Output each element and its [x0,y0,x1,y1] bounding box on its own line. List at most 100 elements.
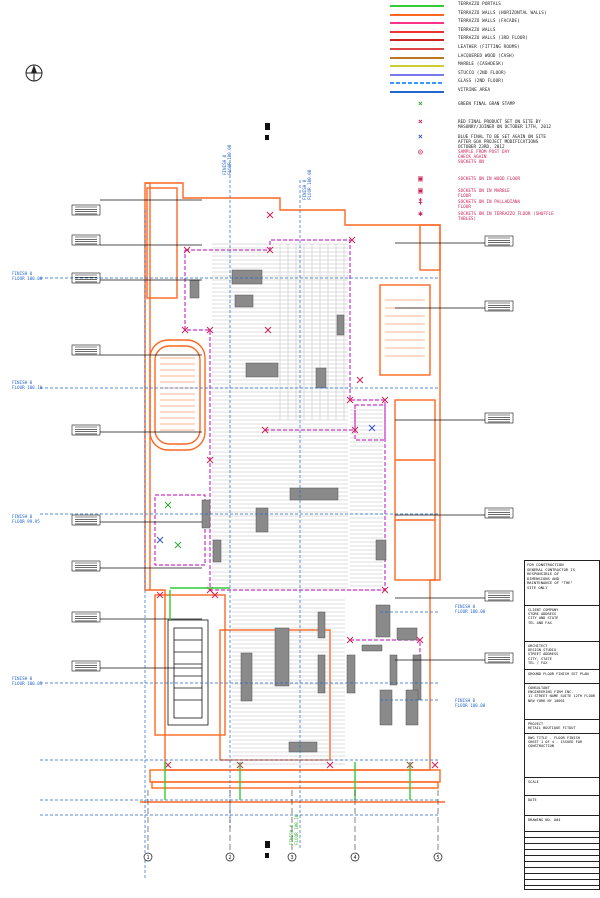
legend-swatch [390,22,444,25]
legend-label: STUCCO (2ND FLOOR) [458,70,507,76]
svg-text:FLOOR 99.95: FLOOR 99.95 [12,519,40,524]
legend-marker-label: SOCKETS ON IN TERRAZZO FLOOR (SHUFFLE TA… [458,212,554,222]
legend-row: TERRAZZO WALLS (FACADE) [388,19,600,27]
floor-hatch [212,243,383,765]
legend-swatch [390,56,444,59]
detail-tag [484,235,514,247]
legend-marker-label: SOCKETS ON IN PALLADIANA FLOOR [458,200,521,210]
grid-bubble: 2 [225,852,235,862]
legend-swatch [390,73,444,76]
legend-label: TERRAZZO WALLS (3RD FLOOR) [458,36,528,42]
svg-text:FLOOR 100.05: FLOOR 100.05 [12,681,43,686]
detail-tag [484,507,514,519]
legend-marker-icon: ‡ [418,197,423,206]
legend-row: GLASS (2ND FLOOR) [388,79,600,87]
red-x-icon [164,761,172,769]
legend-marker-label: SAMPLE FROM POST DAY CHECK AGAIN SOCKETS… [458,150,510,165]
grid-bubble: 4 [350,852,360,862]
blue-x-icon [368,424,376,432]
svg-text:FLOOR 100.00: FLOOR 100.00 [12,276,43,281]
svg-text:FLOOR 100.00: FLOOR 100.00 [455,609,486,614]
svg-text:FLOOR 100.10: FLOOR 100.10 [12,385,43,390]
legend-swatch [390,39,444,42]
legend-swatch [390,65,444,68]
top-section-tags [265,123,270,858]
red-x-markers [156,211,439,769]
grid-bubble: 3 [287,852,297,862]
legend-row: STUCCO (2ND FLOOR) [388,71,600,79]
detail-tag [71,660,101,672]
grid-bubble: 1 [143,852,153,862]
legend-marker-icon: ▣ [418,174,423,183]
red-x-icon [381,586,389,594]
legend-label: MARBLE (CASHDESK) [458,62,504,68]
revision-row [525,843,599,849]
fixtures [189,269,422,753]
structural-grid [147,790,439,850]
red-x-icon [346,396,354,404]
svg-text:FLOOR 100.10: FLOOR 100.10 [294,814,299,845]
svg-text:FLOOR 100.00: FLOOR 100.00 [455,703,486,708]
grid-bubble-label: 4 [353,855,356,861]
revision-row [525,861,599,867]
legend-label: LEATHER (FITTING ROOMS) [458,45,520,50]
detail-tag [71,272,101,284]
legend-row: MARBLE (CASHDESK) [388,62,600,70]
legend-label: TERRAZZO WALLS [458,27,496,33]
revision-row [525,849,599,855]
revision-row [525,873,599,879]
legend-swatch [390,13,444,16]
red-x-icon [206,326,214,334]
revision-row [525,855,599,861]
legend-row: VITRINE AREA [388,88,600,96]
svg-text:FINISH 0: FINISH 0 [12,676,33,681]
title-block-section: SCALE [525,777,599,795]
blue-x-icon [156,536,164,544]
red-x-icon [266,246,274,254]
legend-label: VITRINE AREA [458,88,491,93]
revision-row [525,885,599,891]
revision-row [525,837,599,843]
title-block-section: DRAWING NO. A04 [525,815,599,861]
svg-text:FINISH 0: FINISH 0 [12,514,33,519]
legend-marker-icon: ✱ [418,209,423,218]
revision-row [525,831,599,837]
detail-tags [71,204,514,672]
detail-tag [484,300,514,312]
legend-label: TERRAZZO PORTALS [458,2,501,7]
title-block-section: CLIENT COMPANY STORE ADDRESS CITY AND ST… [525,605,599,641]
title-block-section: DATE [525,795,599,815]
detail-tag [484,590,514,602]
legend-row: LEATHER (FITTING ROOMS) [388,45,600,53]
red-x-icon [181,326,189,334]
detail-tag [71,234,101,246]
legend-swatch [390,30,444,33]
legend-marker-label: SOCKETS ON IN WOOD FLOOR [458,177,521,182]
detail-tag [71,204,101,216]
red-x-icon [356,376,364,384]
red-x-icon [431,761,439,769]
green-portals [164,587,411,800]
detail-tag [71,424,101,436]
grid-bubble-label: 2 [228,855,231,861]
legend-marker-icon: × [418,132,423,141]
green-x-icon [174,541,182,549]
dimension-lines [40,160,440,880]
leader-lines [100,199,485,669]
red-x-icon [326,761,334,769]
detail-tag [71,611,101,623]
green-x-icon [164,501,172,509]
revision-row [525,867,599,873]
legend-marker-label: RED FINAL PRODUCT SET ON SITE BY MASONRY… [458,120,552,130]
legend-row: TERRAZZO PORTALS [388,2,600,10]
legend-swatch [390,48,444,50]
svg-text:FINISH 0: FINISH 0 [12,380,33,385]
svg-text:FINISH 0: FINISH 0 [222,154,227,175]
legend-marker-label: BLUE FINAL TO BE SET AGAIN ON SITE AFTER… [458,135,546,150]
